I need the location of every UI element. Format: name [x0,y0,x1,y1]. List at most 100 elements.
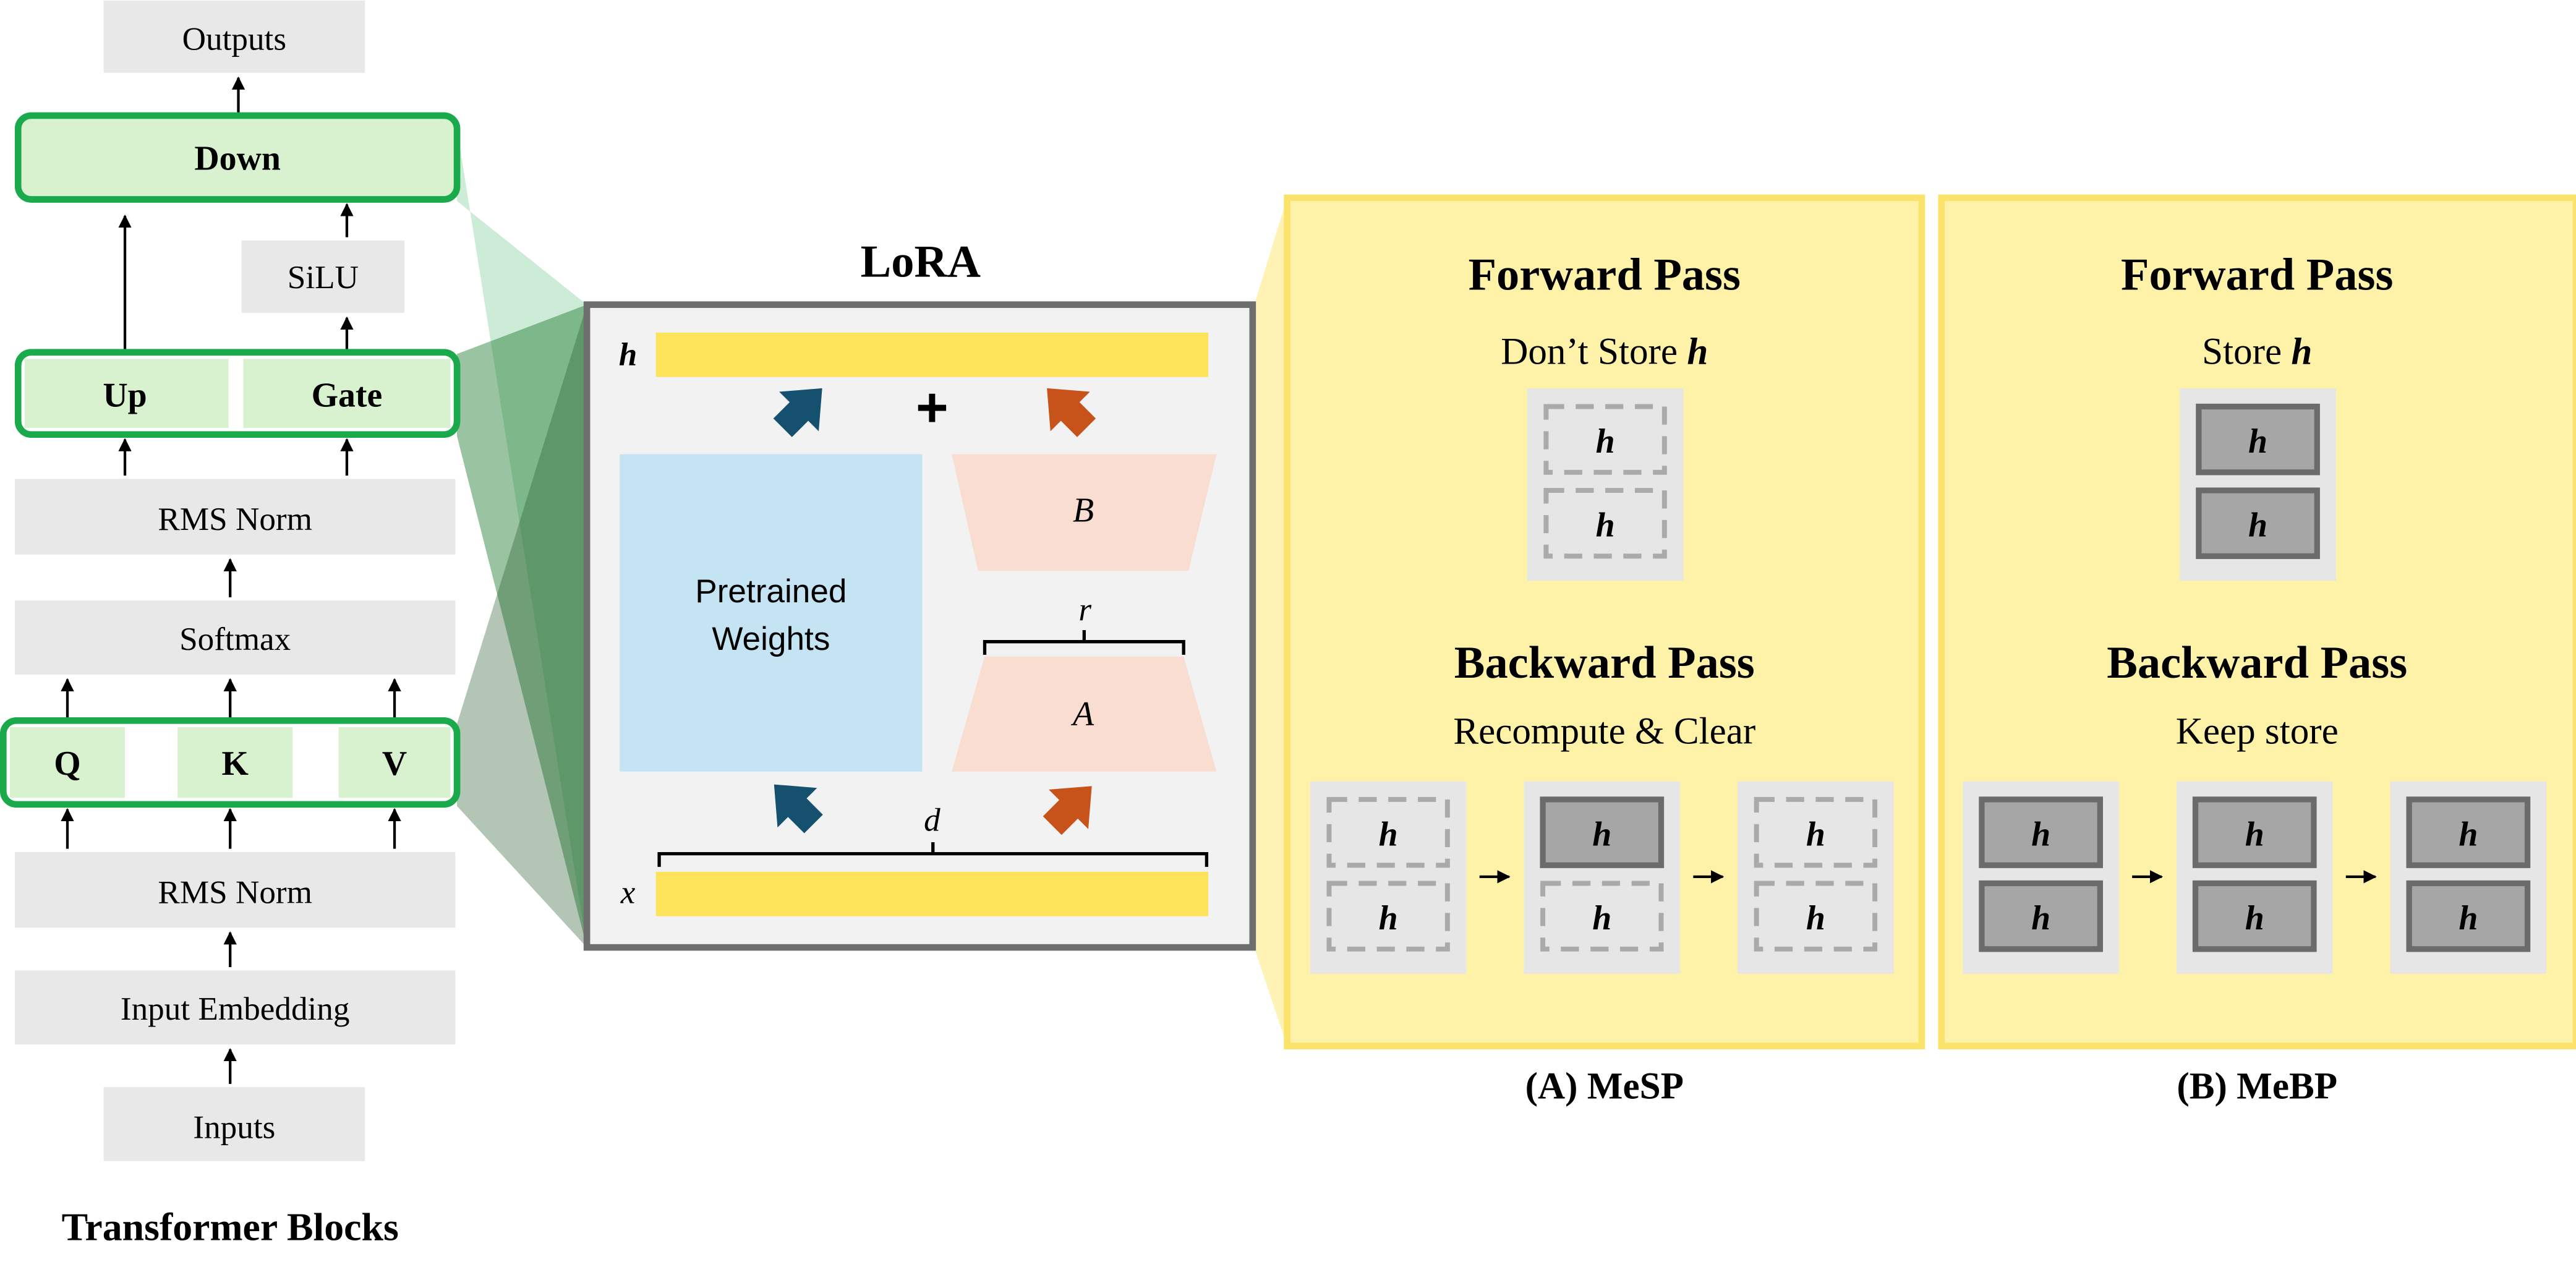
pretrained-weights-line1: Pretrained [695,573,847,610]
k-cell [177,727,293,798]
mebp-panel-group: Forward Pass Store h hh Backward Pass Ke… [1938,194,2576,1107]
lora-a-trapezoid [952,656,1217,772]
memory-slot-h-label: h [1596,506,1615,545]
mebp-backward-card-3: hh [2390,781,2547,974]
zoom-connectors [457,129,1287,1046]
mebp-forward-subtitle-text: Store [2202,331,2291,372]
memory-slot-top-stored [1540,796,1665,868]
memory-slot-h-label: h [1806,899,1825,937]
outputs-label: Outputs [182,21,286,58]
down-block[interactable] [14,112,461,203]
mesp-caption: (A) MeSP [1525,1066,1684,1107]
lora-r-brace [983,630,1185,655]
v-label: V [382,745,407,783]
zoom-from-down [457,129,587,948]
up-label: Up [103,376,147,414]
memory-slot-h-label: h [1806,815,1825,853]
input-embedding-box [14,970,456,1045]
lora-x-label: x [620,874,636,910]
memory-slot-h-label: h [2245,815,2264,853]
mesp-panel-group: Forward Pass Don’t Store h hh Backward P… [1284,194,1926,1107]
silu-label: SiLU [288,259,359,296]
memory-slot-h-label: h [2248,506,2267,545]
memory-card-bg [1738,781,1894,974]
memory-slot-bottom-stored [2192,880,2317,952]
lora-b-label: B [1073,492,1094,530]
lora-x-bar [655,871,1209,916]
pretrained-weights-line2: Weights [712,621,830,657]
memory-slot-bottom-stored [2196,487,2320,560]
mebp-forward-title: Forward Pass [2121,250,2393,301]
inputs-label: Inputs [193,1109,275,1146]
mesp-backward-title: Backward Pass [1454,638,1755,688]
transformer-arrows [61,76,401,1084]
lora-d-brace [657,842,1209,867]
inputs-box [103,1087,365,1161]
lora-arrow-blue-bottom [774,784,823,834]
mesp-forward-title: Forward Pass [1469,250,1741,301]
memory-slot-h-label: h [1592,899,1611,937]
zoom-from-qkv [457,304,587,948]
transformer-blocks: Outputs Down SiLU Up Gate RMS Norm Softm… [0,0,461,1248]
rms-norm-bottom-box [14,851,456,928]
v-cell [338,727,451,798]
lora-arrow-blue-top [773,388,822,437]
input-embedding-label: Input Embedding [121,991,350,1027]
lora-arrow-orange-bottom [1043,786,1092,835]
softmax-box [14,600,456,675]
q-cell [9,727,126,798]
memory-slot-bottom-stored [1979,880,2103,952]
memory-slot-bottom-cleared [1326,881,1450,952]
rms-norm-top-label: RMS Norm [158,501,312,537]
outputs-box [103,0,365,73]
memory-slot-top-cleared [1543,404,1667,475]
rms-norm-top-box [14,479,456,555]
lora-title: LoRA [861,236,981,287]
mesp-backward-card-1: hh [1310,781,1467,974]
memory-slot-h-label: h [2031,815,2050,853]
lora-d-label: d [924,801,940,838]
memory-slot-h-label: h [1596,422,1615,461]
mebp-forward-card: hh [2180,388,2336,581]
mebp-backward-subtitle: Keep store [2176,710,2339,752]
lora-plus: + [916,376,949,438]
memory-card-bg [1310,781,1467,974]
up-cell [24,359,229,429]
mesp-backward-card-3: hh [1738,781,1894,974]
lora-r-label: r [1078,591,1091,628]
memory-slot-h-label: h [1379,899,1398,937]
gate-cell [243,359,451,429]
pretrained-weights-box [620,454,923,772]
mesp-forward-subtitle: Don’t Store h [1501,331,1708,372]
mesp-forward-card: hh [1527,388,1684,581]
rms-norm-bottom-label: RMS Norm [158,874,312,910]
memory-slot-h-label: h [2248,422,2267,461]
lora-section: LoRA h + Pretrained Weights B r A d x [583,236,1256,951]
mebp-backward-card-1: hh [1963,781,2119,974]
mesp-forward-subtitle-text: Don’t Store [1501,331,1687,372]
mesp-backward-card-2: hh [1524,781,1681,974]
memory-slot-top-cleared [1326,796,1450,868]
zoom-to-mesp [1254,197,1287,1046]
memory-slot-top-stored [2196,403,2320,476]
memory-slot-h-label: h [2031,899,2050,937]
lora-a-label: A [1070,695,1094,733]
mebp-forward-subtitle-var: h [2291,331,2312,372]
mebp-backward-title: Backward Pass [2107,638,2407,688]
mebp-caption: (B) MeBP [2177,1066,2337,1107]
gate-label: Gate [312,376,383,414]
memory-slot-top-stored [2192,796,2317,868]
lora-h-label: h [619,336,638,373]
memory-slot-bottom-cleared [1754,881,1878,952]
memory-slot-bottom-stored [2406,880,2531,952]
mebp-backward-card-2: hh [2176,781,2333,974]
memory-slot-h-label: h [2245,899,2264,937]
down-label: Down [194,140,281,178]
mesp-forward-subtitle-var: h [1687,331,1708,372]
zoom-from-up-gate [457,304,587,948]
memory-slot-top-stored [1979,796,2103,868]
softmax-label: Softmax [179,621,291,657]
memory-slot-h-label: h [2459,899,2478,937]
